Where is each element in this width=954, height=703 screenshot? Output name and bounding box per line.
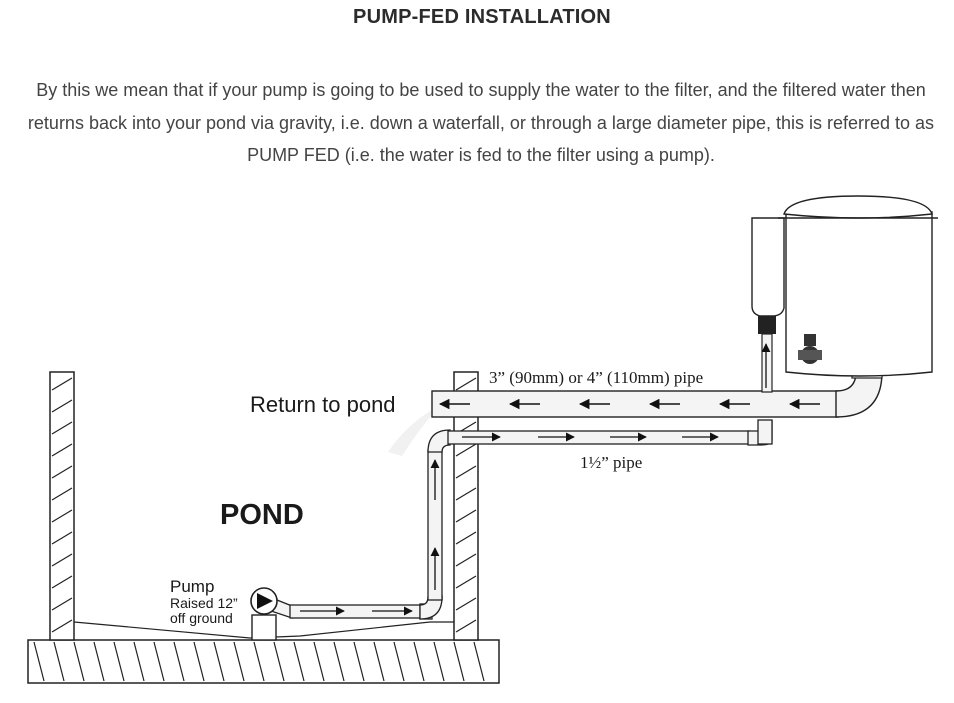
watermark-swoosh [388,406,440,456]
pump-icon [250,587,278,615]
pump-note-line-1: Raised 12” [170,595,238,611]
page-title: PUMP-FED INSTALLATION [353,6,611,28]
pond-label: POND [220,499,304,531]
intro-paragraph: By this we mean that if your pump is goi… [27,80,935,165]
supply-flow-arrows [300,343,771,616]
small-pipe-label: 1½” pipe [580,453,642,472]
pump-note-line-2: off ground [170,610,233,626]
large-pipe-label: 3” (90mm) or 4” (110mm) pipe [489,368,703,387]
pond-bed [73,621,454,639]
pump-stand [251,614,277,641]
pump-label: Pump [170,577,214,596]
small-pipe [267,419,773,620]
filter-unit [751,195,938,393]
ground-slab [27,639,500,684]
return-to-pond-label: Return to pond [250,392,396,417]
left-wall [49,371,75,641]
